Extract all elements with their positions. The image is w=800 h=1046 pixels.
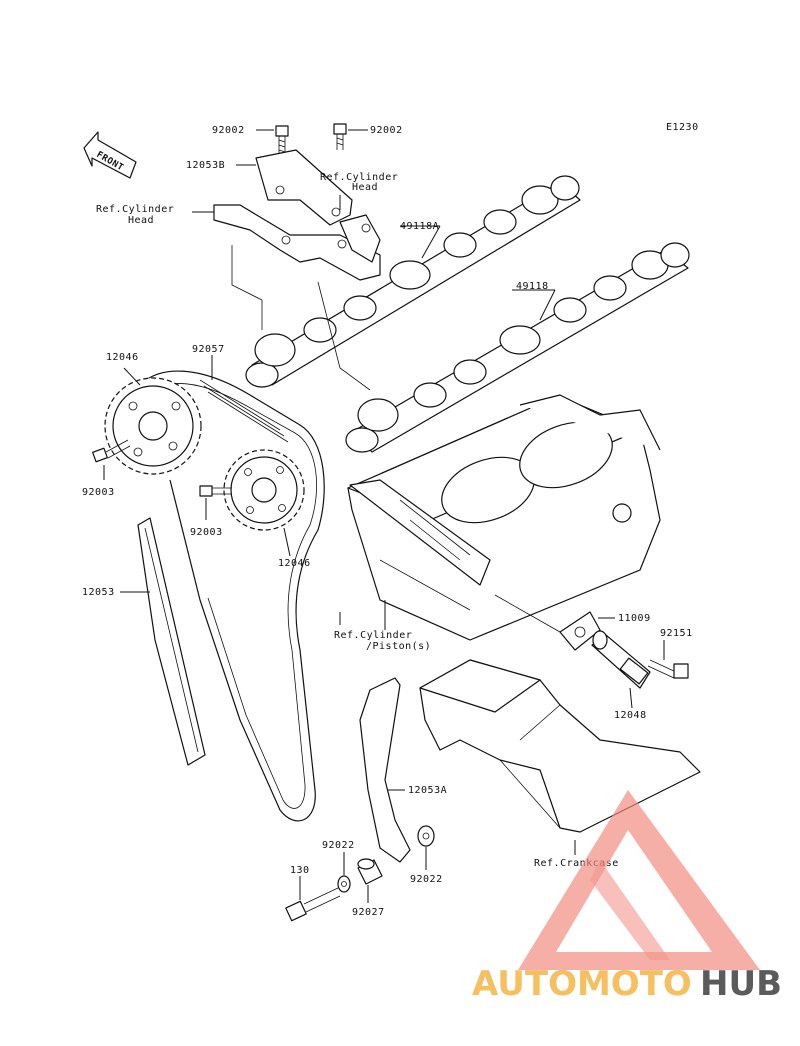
label-12046-left: 12046	[106, 352, 139, 363]
label-92022-right: 92022	[410, 874, 443, 885]
label-92003-left: 92003	[82, 487, 115, 498]
washer-92022-left	[337, 875, 351, 893]
label-ref-cyl-head-right-1: Ref.Cylinder	[320, 172, 398, 183]
sprocket-12046-right	[223, 449, 305, 531]
label-49118: 49118	[516, 281, 549, 292]
watermark-text-secondary: HUB	[700, 964, 782, 1004]
watermark-text-primary: AUTOMOTO	[472, 964, 692, 1004]
label-49118A: 49118A	[400, 221, 439, 232]
label-130: 130	[290, 865, 310, 876]
label-92002-left: 92002	[212, 125, 245, 136]
watermark-triangle-icon	[518, 790, 760, 970]
label-11009: 11009	[618, 613, 651, 624]
label-92027: 92027	[352, 907, 385, 918]
bolt-92002-right	[333, 123, 347, 150]
bolt-130	[285, 887, 341, 922]
bolt-92002-left	[275, 125, 289, 154]
label-12053: 12053	[82, 587, 115, 598]
label-12048: 12048	[614, 710, 647, 721]
label-ref-cyl-head-left-2: Head	[128, 215, 154, 226]
camshaft-49118	[345, 242, 690, 453]
label-ref-cyl-piston-1: Ref.Cylinder	[334, 630, 412, 641]
chain-guide-12053A	[359, 677, 411, 863]
gasket-11009	[559, 611, 601, 651]
label-12046-right: 12046	[278, 558, 311, 569]
sprocket-12046-left	[104, 377, 202, 475]
watermark-logo: AUTOMOTO HUB	[472, 790, 782, 1004]
label-92151: 92151	[660, 628, 693, 639]
bolt-92151	[647, 659, 689, 679]
bolt-92003-right	[199, 485, 232, 497]
collar-92027	[357, 858, 383, 885]
tensioner-12048	[591, 630, 651, 689]
bolt-92003-left	[92, 439, 131, 463]
label-92057: 92057	[192, 344, 225, 355]
label-ref-cyl-piston-2: /Piston(s)	[366, 641, 431, 652]
camshaft-49118A	[245, 175, 581, 388]
label-92003-right: 92003	[190, 527, 223, 538]
cylinder-block	[347, 394, 661, 641]
label-92002-right: 92002	[370, 125, 403, 136]
label-12053B: 12053B	[186, 160, 225, 171]
front-arrow-icon: FRONT	[83, 131, 137, 179]
label-ref-crankcase: Ref.Crankcase	[534, 858, 619, 869]
label-ref-cyl-head-left-1: Ref.Cylinder	[96, 204, 174, 215]
crankcase	[419, 659, 701, 833]
washer-92022-right	[417, 825, 435, 847]
label-ref-cyl-head-right-2: Head	[352, 182, 378, 193]
label-92022-left: 92022	[322, 840, 355, 851]
cam-cap-left	[213, 204, 381, 281]
label-12053A: 12053A	[408, 785, 447, 796]
diagram-code: E1230	[666, 122, 699, 133]
chain-guide-12053B	[255, 149, 353, 226]
